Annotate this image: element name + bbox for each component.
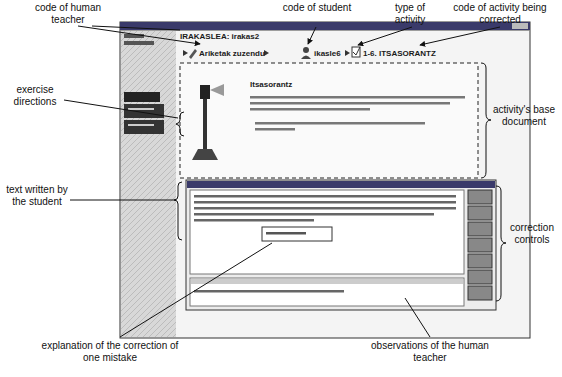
callout-label: exercise directions (4, 84, 66, 107)
document-heading: Itsasorantz (250, 80, 292, 89)
activity-code: 1-6. ITSASORANTZ (363, 49, 436, 58)
callout-label: type of activity (380, 2, 440, 25)
callout-label: explanation of the correction of one mis… (40, 340, 180, 363)
callout-label: observations of the human teacher (362, 340, 498, 363)
breadcrumb-item: Ariketak zuzendu (199, 49, 265, 58)
student-code: ikasle6 (314, 49, 341, 58)
callout-label: text written by the student (4, 184, 70, 207)
callout-label: code of activity being corrected (448, 2, 552, 25)
teacher-code: IRAKASLEA: irakas2 (180, 32, 259, 41)
callout-label: code of student (282, 2, 352, 14)
callout-label: code of human teacher (28, 2, 108, 25)
callout-label: correction controls (506, 222, 558, 245)
callout-label: activity's base document (490, 104, 558, 127)
